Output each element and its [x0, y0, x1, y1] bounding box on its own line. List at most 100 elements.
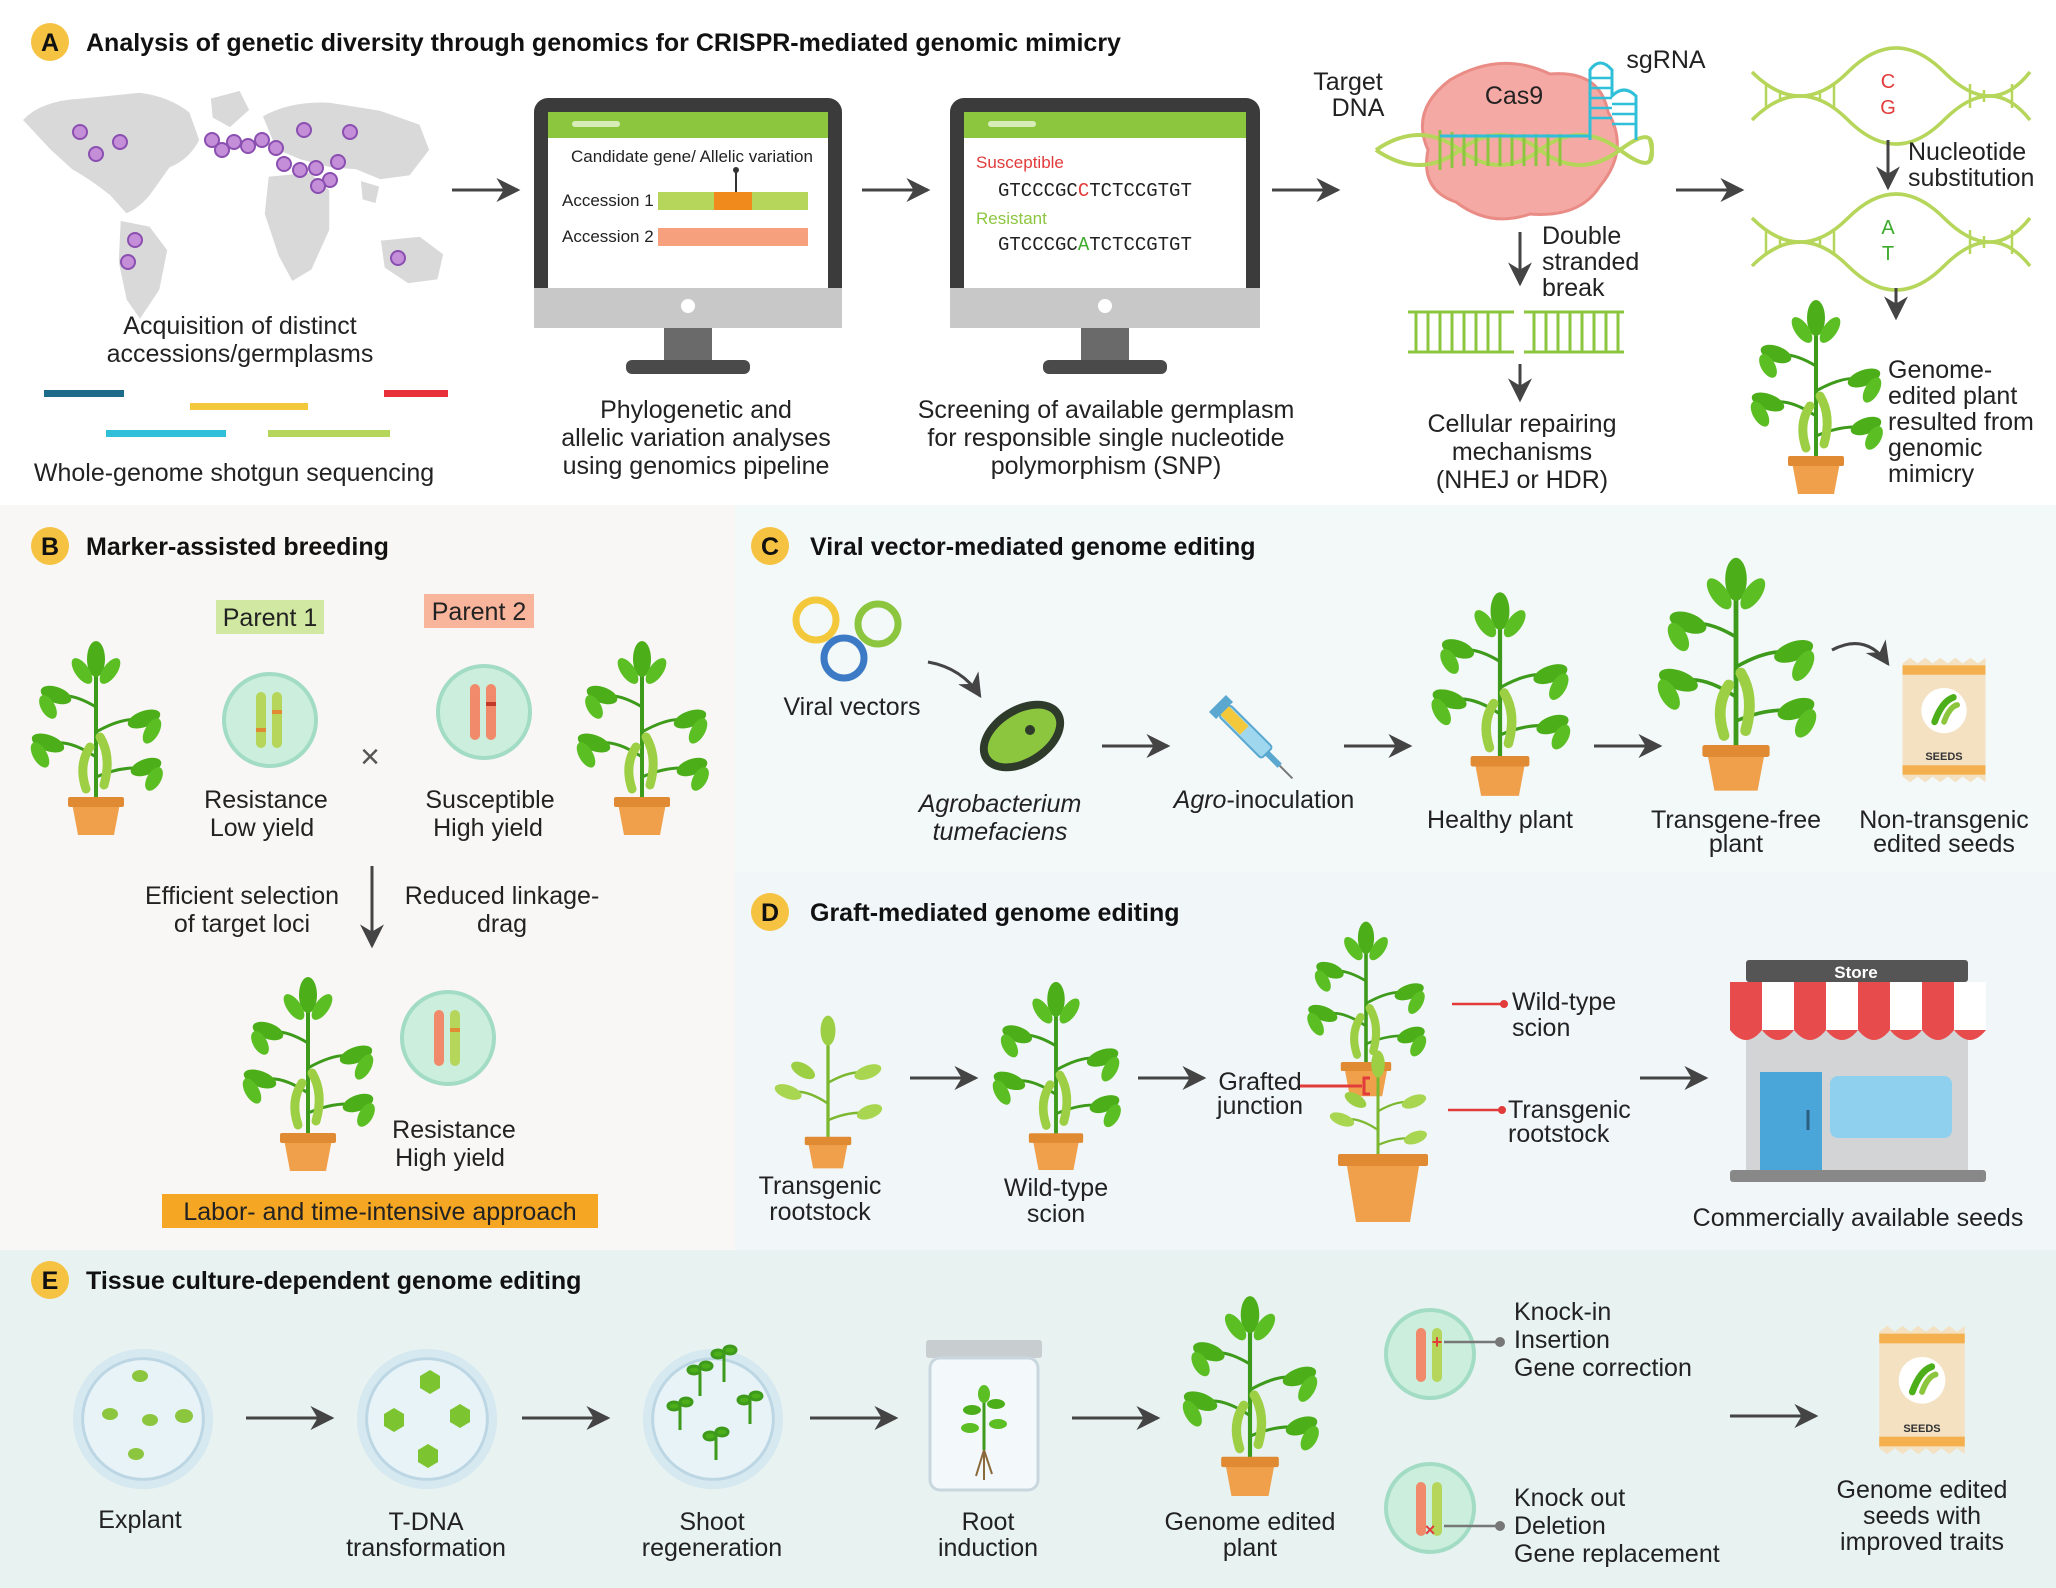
panel-e-title: Tissue culture-dependent genome editing: [86, 1267, 581, 1295]
sequencing-reads: [44, 390, 448, 437]
accession-dots: [72, 122, 406, 270]
final-label-2: seeds with: [1863, 1502, 1981, 1530]
accession2-bar: [658, 228, 808, 246]
panel-a: A Analysis of genetic diversity through …: [20, 23, 2034, 494]
nt-label-1: Non-transgenic: [1859, 806, 2029, 834]
screen2-susceptible: Susceptible: [976, 153, 1064, 172]
eff-label-1: Efficient selection: [145, 882, 339, 910]
tdna-label-2: transformation: [346, 1534, 506, 1562]
panel-c-badge: [751, 527, 789, 565]
arrow-c4: [1831, 639, 1890, 666]
repair-label-2: mechanisms: [1452, 438, 1592, 466]
shoot-label-2: regeneration: [642, 1534, 782, 1562]
world-map: [20, 89, 445, 322]
p2-label-2: High yield: [433, 814, 543, 842]
sgrna-label: sgRNA: [1626, 46, 1706, 74]
phylo-label-1: Phylogenetic and: [600, 396, 792, 424]
parent1-tag: [216, 600, 324, 634]
red-label-2: drag: [477, 910, 527, 938]
wt-label-2: scion: [1512, 1014, 1570, 1042]
wgs-label: Whole-genome shotgun sequencing: [34, 459, 434, 487]
chromosome-offspring: [400, 990, 496, 1086]
res-label-1: Resistance: [392, 1116, 516, 1144]
tdna-label-1: T-DNA: [389, 1508, 464, 1536]
accessions-label-2: accessions/germplasms: [107, 340, 374, 368]
target-dna-label-2: DNA: [1332, 94, 1385, 122]
parent1-label: Parent 1: [223, 604, 318, 632]
panel-b-bg: [0, 505, 735, 1250]
ki-label-2: Insertion: [1514, 1326, 1610, 1354]
panel-a-badge: [31, 23, 69, 61]
trr-label-2: rootstock: [1508, 1120, 1610, 1148]
panel-a-badge-letter: A: [41, 29, 59, 57]
base-c: C: [1881, 71, 1895, 93]
labor-banner: [162, 1194, 598, 1228]
agrobacterium-icon: [979, 700, 1065, 772]
panel-c-badge-letter: C: [761, 533, 779, 561]
parent2-tag: [424, 594, 534, 628]
p1-label-1: Resistance: [204, 786, 328, 814]
shoots: [666, 1344, 764, 1460]
labor-banner-text: Labor- and time-intensive approach: [183, 1198, 576, 1226]
ko-label-1: Knock out: [1514, 1484, 1625, 1512]
ge-label-2: edited plant: [1888, 382, 2017, 410]
shoot-label-1: Shoot: [679, 1508, 744, 1536]
phylo-label-2: allelic variation analyses: [561, 424, 831, 452]
panel-e-badge: [31, 1261, 69, 1299]
dna-helix-top: [1750, 46, 2032, 146]
panel-d: D Graft-mediated genome editing Transgen…: [751, 893, 2023, 1232]
explant-label: Explant: [98, 1506, 181, 1534]
nuc-label-1: Nucleotide: [1908, 138, 2026, 166]
panel-e: E Tissue culture-dependent genome editin…: [31, 1261, 2007, 1568]
grafted-plant: [1304, 922, 1430, 1222]
screen2-resistant: Resistant: [976, 209, 1047, 228]
knock-out-chromosome: ×: [1384, 1462, 1505, 1554]
dna-helix-bottom: [1750, 192, 2032, 292]
screen1-header: Candidate gene/ Allelic variation: [571, 147, 813, 166]
base-t: T: [1882, 243, 1894, 265]
ki-label-3: Gene correction: [1514, 1354, 1692, 1382]
cas9-label: Cas9: [1485, 82, 1543, 110]
nt-label-2: edited seeds: [1873, 830, 2015, 858]
final-label-3: improved traits: [1840, 1528, 2004, 1556]
viral-vectors-icon: [792, 596, 902, 682]
trr-label-1: Transgenic: [1508, 1096, 1631, 1124]
final-label-1: Genome edited: [1837, 1476, 2008, 1504]
panel-a-title: Analysis of genetic diversity through ge…: [86, 29, 1121, 57]
healthy-label: Healthy plant: [1427, 806, 1573, 834]
shoot-dish: [641, 1347, 785, 1491]
panel-b-badge: [31, 527, 69, 565]
panel-b-title: Marker-assisted breeding: [86, 533, 389, 561]
root-label-1: Root: [962, 1508, 1015, 1536]
syringe-icon: [1208, 694, 1294, 780]
seeds-pkg-c-label: SEEDS: [1925, 751, 1962, 763]
tr-label-2: rootstock: [769, 1198, 871, 1226]
seeds-pkg-e-label: SEEDS: [1903, 1423, 1940, 1435]
tf-label-2: plant: [1709, 830, 1763, 858]
panel-b-badge-letter: B: [41, 533, 59, 561]
ko-label-2: Deletion: [1514, 1512, 1606, 1540]
screen1-accession2: Accession 2: [562, 227, 654, 246]
wild-type-scion-pointer: [1452, 1000, 1508, 1008]
ge-label-3: resulted from: [1888, 408, 2034, 436]
nuc-label-2: substitution: [1908, 164, 2034, 192]
dsb-label-3: break: [1542, 274, 1605, 302]
base-g: G: [1880, 97, 1896, 119]
base-a: A: [1881, 217, 1895, 239]
repair-label-3: (NHEJ or HDR): [1436, 466, 1608, 494]
screening-label-2: for responsible single nucleotide: [927, 424, 1284, 452]
dsb-label-2: stranded: [1542, 248, 1639, 276]
broken-dna: [1408, 310, 1624, 354]
target-dna-label-1: Target: [1313, 68, 1383, 96]
eff-label-2: of target loci: [174, 910, 310, 938]
chromosome-parent1: [222, 672, 318, 768]
panel-b: B Marker-assisted breeding Parent 1 Pare…: [27, 527, 713, 1228]
svg-text:×: ×: [1425, 1520, 1436, 1540]
root-label-2: induction: [938, 1534, 1038, 1562]
screen2-seq-susceptible: GTCCCGCCTCTCCGTGT: [998, 180, 1192, 202]
res-label-2: High yield: [395, 1144, 505, 1172]
monitor-allelic: Candidate gene/ Allelic variation Access…: [534, 98, 842, 374]
commercial-label: Commercially available seeds: [1693, 1204, 2024, 1232]
svg-text:+: +: [1432, 1332, 1443, 1352]
